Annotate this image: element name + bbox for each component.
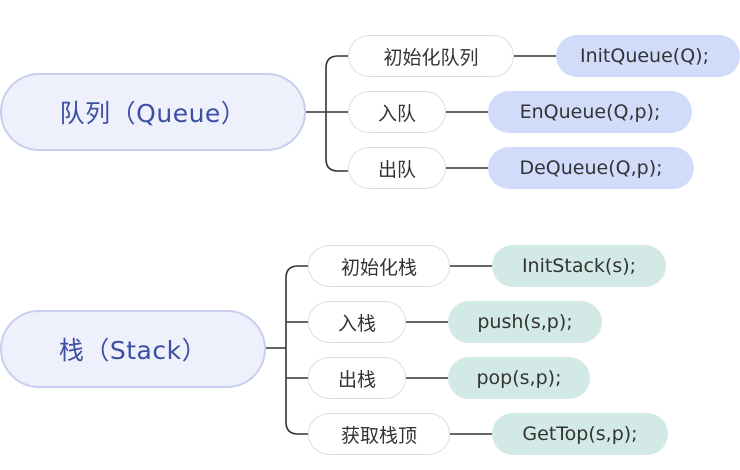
queue-item-enqueue-label: 入队 bbox=[377, 102, 416, 125]
queue-op-enqueue: EnQueue(Q,p); bbox=[488, 91, 692, 133]
queue-root-label: 队列（Queue） bbox=[59, 99, 247, 128]
queue-op-dequeue-label: DeQueue(Q,p); bbox=[519, 157, 663, 179]
stack-op-pop: pop(s,p); bbox=[448, 357, 590, 399]
stack-item-pop-label: 出栈 bbox=[337, 368, 376, 391]
stack-item-init-label: 初始化栈 bbox=[340, 256, 417, 279]
stack-op-init-label: InitStack(s); bbox=[521, 255, 637, 277]
stack-op-init: InitStack(s); bbox=[492, 245, 666, 287]
queue-op-init-label: InitQueue(Q); bbox=[580, 45, 709, 67]
stack-item-gettop-label: 获取栈顶 bbox=[340, 424, 417, 447]
queue-branch-spine bbox=[325, 55, 348, 172]
queue-op-init: InitQueue(Q); bbox=[556, 35, 740, 77]
queue-op-dequeue: DeQueue(Q,p); bbox=[488, 147, 694, 189]
queue-item-init-label: 初始化队列 bbox=[383, 46, 479, 69]
stack-op-pop-label: pop(s,p); bbox=[476, 367, 562, 389]
queue-op-enqueue-label: EnQueue(Q,p); bbox=[519, 101, 661, 123]
queue-item-enqueue: 入队 bbox=[348, 91, 446, 133]
queue-item-dequeue-label: 出队 bbox=[377, 158, 416, 181]
stack-item-push-label: 入栈 bbox=[337, 312, 376, 335]
stack-item-pop: 出栈 bbox=[308, 357, 406, 399]
stack-op-push-label: push(s,p); bbox=[477, 311, 573, 333]
queue-item-init: 初始化队列 bbox=[348, 35, 514, 77]
stack-item-gettop: 获取栈顶 bbox=[308, 413, 450, 455]
queue-root-node: 队列（Queue） bbox=[0, 73, 306, 151]
stack-item-push: 入栈 bbox=[308, 301, 406, 343]
queue-item-dequeue: 出队 bbox=[348, 147, 446, 189]
stack-branch-spine bbox=[285, 265, 308, 435]
stack-op-gettop: GetTop(s,p); bbox=[492, 413, 668, 455]
stack-op-gettop-label: GetTop(s,p); bbox=[522, 423, 638, 445]
stack-root-label: 栈（Stack） bbox=[58, 336, 208, 365]
stack-item-init: 初始化栈 bbox=[308, 245, 450, 287]
stack-op-push: push(s,p); bbox=[448, 301, 602, 343]
stack-root-node: 栈（Stack） bbox=[0, 310, 266, 388]
